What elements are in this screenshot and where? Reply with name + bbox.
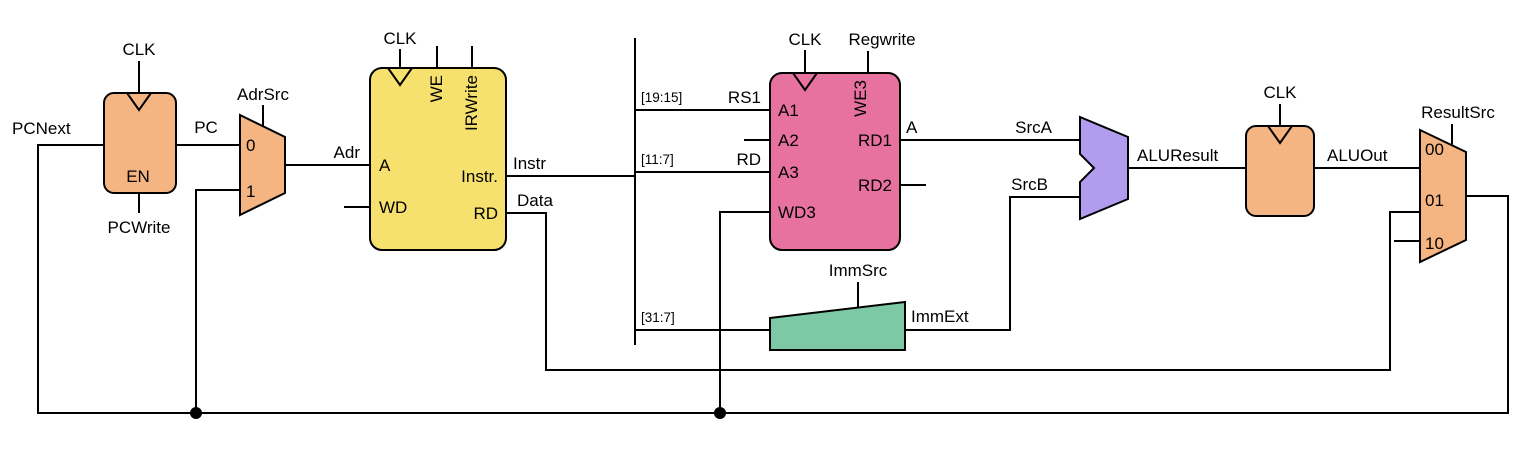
rs1-label: RS1 [728,88,761,107]
pcwrite-label: PCWrite [108,218,171,237]
clock-triangle-icon [126,92,152,112]
regfile-a2-label: A2 [778,131,799,150]
memory-block [369,67,507,251]
we3-label: WE3 [851,80,870,117]
pc-register-block [103,92,177,194]
adr-mux-block [239,113,286,217]
data-wire-label: Data [517,191,553,210]
adr-mux-in0-label: 0 [246,136,255,155]
adr-mux: AdrSrc 0 1 Adr [237,85,361,217]
clock-triangle-icon [387,67,413,87]
aluout-clk-label: CLK [1263,83,1297,102]
instr-field-labels: [19:15] RS1 [11:7] RD [31:7] [641,88,761,325]
aluout-label: ALUOut [1327,146,1388,165]
srcb-label: SrcB [1011,175,1048,194]
regfile-a1-label: A1 [778,101,799,120]
aluout-register: CLK ALUOut [1245,83,1388,217]
pc-enable-label: EN [126,167,150,186]
result-mux: ResultSrc 00 01 10 [1419,103,1495,264]
junction-dot [714,407,726,419]
aluout-register-block [1245,125,1315,217]
clock-triangle-icon [1267,125,1293,145]
result-mux-in01-label: 01 [1425,191,1444,210]
adr-mux-in1-label: 1 [246,182,255,201]
wires [37,38,1509,419]
pc-register: CLK EN PCWrite PCNext PC [12,40,218,237]
junction-dot [190,407,202,419]
memory-irwrite-label: IRWrite [462,75,481,131]
pcnext-label: PCNext [12,119,71,138]
memory-we-label: WE [427,75,446,102]
memory-port-rd-label: RD [473,204,498,223]
regfile-out-a-label: A [906,118,918,137]
result-mux-in00-label: 00 [1425,140,1444,159]
wire-result-loop [37,144,1509,414]
memory-port-instr-label: Instr. [461,167,498,186]
immsrc-label: ImmSrc [829,261,888,280]
alu-block [1079,115,1129,221]
result-mux-block [1419,128,1467,264]
imm-bits-label: [31:7] [641,310,675,325]
wire-result-to-adrmux [195,189,240,413]
clock-triangle-icon [792,72,818,92]
aluresult-label: ALUResult [1137,146,1219,165]
regfile-clk-label: CLK [788,30,822,49]
memory-unit: CLK WE IRWrite A WD Instr. RD Instr Data [369,29,553,251]
memory-port-wd-label: WD [379,198,407,217]
adr-label: Adr [334,143,361,162]
regfile-rd2-label: RD2 [858,176,892,195]
regwrite-label: Regwrite [848,30,915,49]
wire-immext-srcb [905,196,1080,331]
extend-unit: ImmSrc ImmExt [769,261,969,351]
rd-label: RD [736,150,761,169]
memory-port-a-label: A [379,156,391,175]
pc-label: PC [194,118,218,137]
rs1-bits-label: [19:15] [641,90,682,105]
rd-bits-label: [11:7] [641,152,674,167]
wire-data [506,211,1420,371]
regfile-a3-label: A3 [778,163,799,182]
wire-result-to-wd3 [719,211,770,413]
alu-unit: SrcA SrcB ALUResult [1011,115,1219,221]
srca-label: SrcA [1015,118,1053,137]
register-file: CLK Regwrite WE3 A1 A2 A3 WD3 RD1 RD2 A [769,30,918,251]
result-mux-in10-label: 10 [1425,234,1444,253]
register-file-block [769,72,901,251]
regfile-wd3-label: WD3 [778,203,816,222]
immext-label: ImmExt [911,307,969,326]
adrsrc-label: AdrSrc [237,85,289,104]
memory-clk-label: CLK [383,29,417,48]
regfile-rd1-label: RD1 [858,131,892,150]
extend-block [769,300,906,351]
pc-clk-label: CLK [122,40,156,59]
resultsrc-label: ResultSrc [1421,103,1495,122]
instr-wire-label: Instr [513,154,546,173]
